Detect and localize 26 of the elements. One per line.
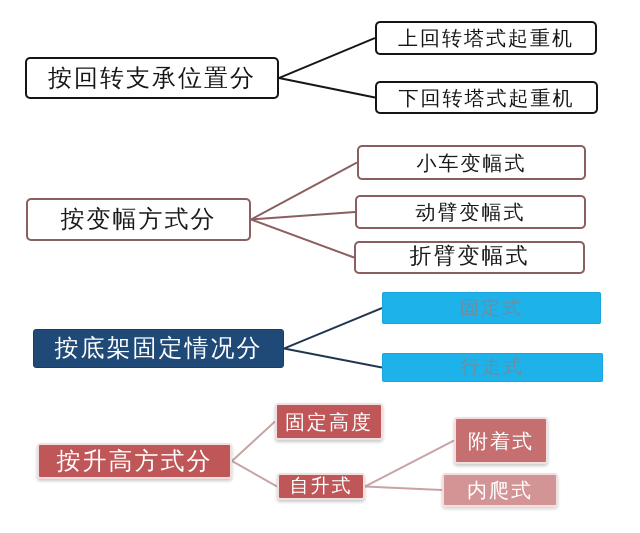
connector-line [364,486,442,491]
category-box: 按变幅方式分 [26,198,251,241]
category-box: 按底架固定情况分 [33,329,284,368]
connector-line [232,460,278,488]
type-box: 固定式 [382,292,601,324]
type-box: 固定高度 [275,403,383,440]
connector-line [278,37,376,79]
connector-line [284,307,382,350]
type-box: 折臂变幅式 [354,241,585,274]
connector-line [278,77,376,98]
connector-line [250,218,354,258]
type-box: 小车变幅式 [357,145,586,180]
category-box: 按回转支承位置分 [25,57,279,99]
connector-line [250,162,358,220]
connector-line [364,440,454,488]
type-box: 下回转塔式起重机 [375,81,598,114]
type-box: 附着式 [454,417,548,464]
category-box: 按升高方式分 [37,443,232,479]
type-box: 上回转塔式起重机 [375,21,597,55]
type-box: 自升式 [277,473,365,500]
type-box: 动臂变幅式 [355,195,586,229]
connector-line [231,420,276,462]
connector-line [284,348,382,368]
type-box: 内爬式 [442,473,558,507]
type-box: 行走式 [382,353,603,382]
connector-line [250,211,356,220]
